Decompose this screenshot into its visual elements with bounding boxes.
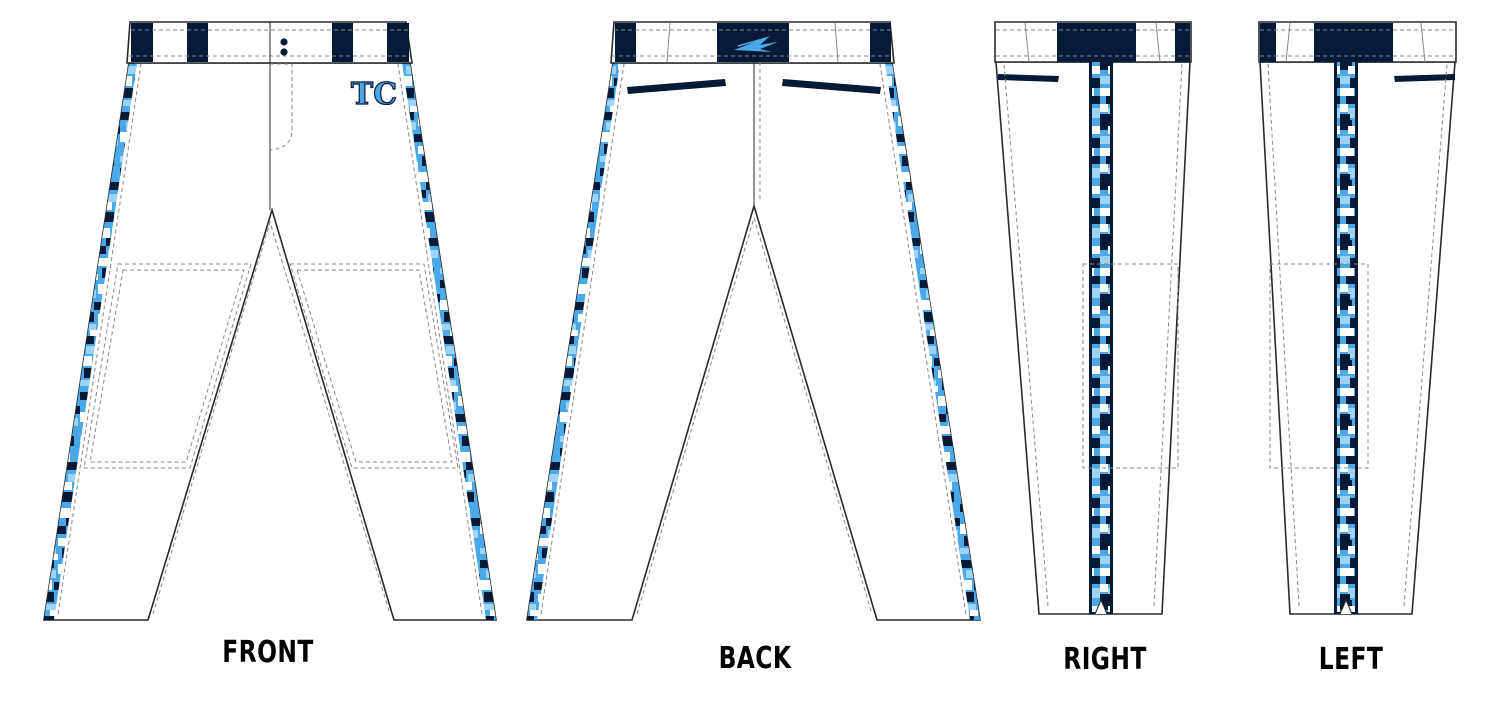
left-knee-patch [1269,263,1369,469]
right-belt-loop [1175,23,1190,62]
left-camo-stripe [1337,62,1355,612]
brand-mark-icon [734,36,778,52]
back-right-pocket [782,79,881,94]
right-pocket [998,74,1059,82]
front-left-camo-stripe [44,63,137,620]
left-view [1258,21,1457,615]
back-left-camo-stripe [527,63,620,620]
left-pocket [1394,74,1455,82]
back-right-camo-stripe [885,63,980,620]
button-icon [280,48,288,56]
front-belt-loop [332,23,353,62]
tc-logo: TC [350,76,397,112]
front-belt-loop [131,23,153,62]
back-belt-loop [615,23,636,62]
back-pant-body [526,62,981,621]
front-left-knee-patch [83,263,252,469]
right-view [994,21,1192,615]
front-view: TC [43,21,497,621]
front-right-camo-stripe [402,63,496,620]
view-label-back: BACK [718,641,792,676]
button-icon [280,38,288,46]
back-left-pocket [627,79,726,94]
right-camo-stripe [1092,62,1110,612]
view-label-front: FRONT [222,635,314,670]
front-belt-loop [387,23,409,62]
front-pant-body [43,62,497,621]
view-label-left: LEFT [1318,642,1384,677]
view-label-right: RIGHT [1063,642,1147,677]
right-knee-patch [1082,263,1179,469]
back-view [526,21,981,621]
tc-logo-text: TC [351,77,397,112]
front-belt-loop [187,23,208,62]
left-belt-loop [1260,23,1276,62]
back-belt-loop [870,23,891,62]
